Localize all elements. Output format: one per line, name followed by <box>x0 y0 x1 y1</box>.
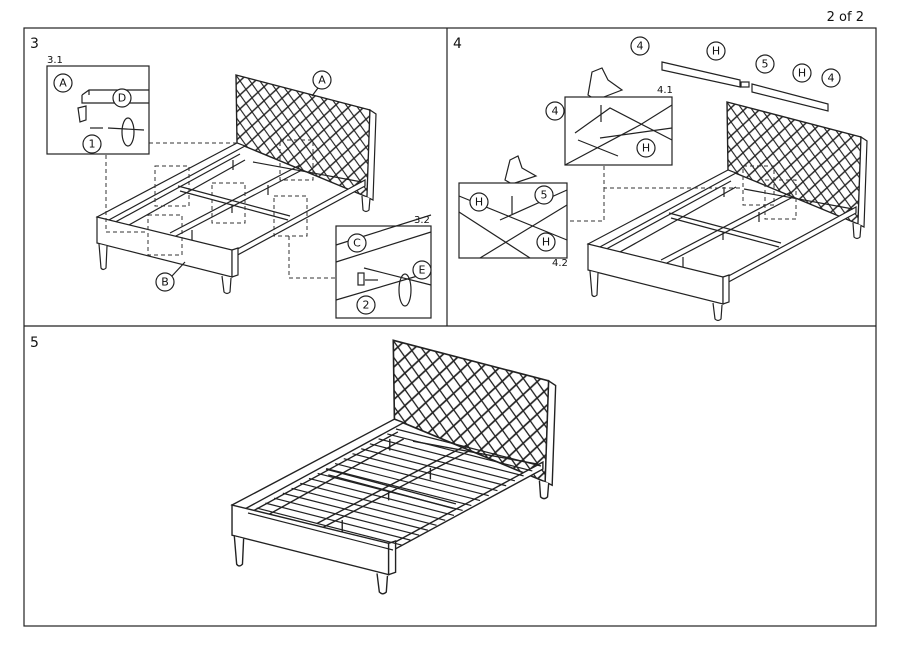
callout-label: H <box>642 142 650 155</box>
slat <box>326 467 472 507</box>
assembled-bed-illustration <box>231 339 557 595</box>
slat <box>265 502 411 541</box>
callout-label: H <box>542 236 550 249</box>
step-5-panel: 5 <box>30 335 557 595</box>
callout-label: 5 <box>541 189 548 202</box>
slat <box>282 492 428 531</box>
callout-label: H <box>475 196 483 209</box>
callout-label: E <box>419 264 426 277</box>
detail-4-1 <box>564 96 673 166</box>
detail-label: 4.1 <box>657 85 673 96</box>
callout-label: H <box>798 67 806 80</box>
slat <box>387 433 533 472</box>
callout-label: 1 <box>89 138 96 151</box>
step-number: 3 <box>30 36 39 52</box>
slat <box>256 507 402 546</box>
step-4-panel: 4 4 H 5 H 4 4.1 4 H 4.2 H 5 H <box>453 36 868 322</box>
hand-icon <box>504 155 538 185</box>
detail-label: 3.1 <box>47 55 63 66</box>
callout-label: 4 <box>552 105 559 118</box>
slat <box>273 497 420 536</box>
slat <box>300 482 446 521</box>
callout-label: A <box>59 77 67 90</box>
detail-label: 4.2 <box>552 258 568 269</box>
callout-label: 2 <box>363 299 370 312</box>
slat <box>352 453 498 492</box>
callout-label: B <box>161 276 169 289</box>
slat <box>291 487 437 526</box>
page-indicator: 2 of 2 <box>826 10 864 25</box>
slat <box>334 463 481 502</box>
callout-label: D <box>118 92 126 105</box>
callout-label: 5 <box>762 58 769 71</box>
slat <box>378 438 524 477</box>
detail-label: 3.2 <box>414 215 430 226</box>
hand-icon <box>587 67 624 101</box>
slat <box>343 458 489 497</box>
page-frame <box>23 27 877 627</box>
slat <box>308 477 455 516</box>
callout-label: 4 <box>637 40 644 53</box>
step-number: 4 <box>453 36 462 52</box>
bed-slats <box>247 428 542 551</box>
callout-label: A <box>318 74 326 87</box>
slat <box>361 448 507 487</box>
slat <box>317 472 463 512</box>
step-3-panel: 3 3.1 A D 1 A B 3.2 C E 2 <box>30 36 432 319</box>
slat <box>369 443 516 482</box>
callout-label: 4 <box>828 72 835 85</box>
slat <box>395 428 542 467</box>
step-number: 5 <box>30 335 39 351</box>
slat <box>247 512 394 551</box>
callout-label: C <box>353 237 361 250</box>
callout-label: H <box>712 45 720 58</box>
